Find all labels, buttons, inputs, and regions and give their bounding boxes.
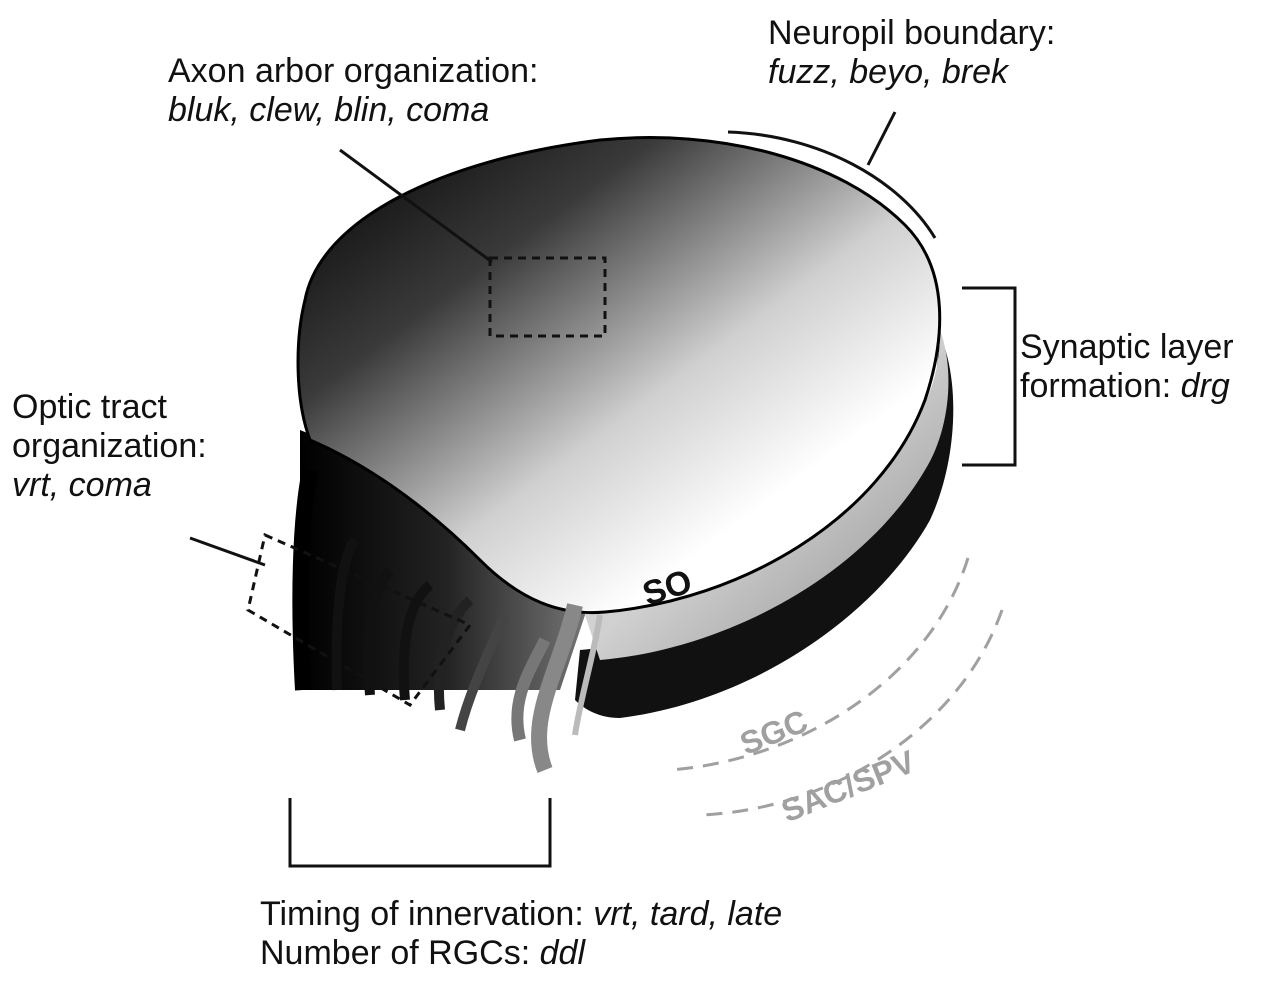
- neuropil-leader: [866, 111, 897, 166]
- sac-spv-arc: [699, 609, 1004, 817]
- layer-label-sac-spv: SAC/SPV: [776, 743, 920, 829]
- axon-arbor-label: Axon arbor organization: bluk, clew, bli…: [168, 52, 538, 130]
- axon-4: [398, 581, 434, 701]
- neuropil-arc: [727, 130, 937, 239]
- optic-tract-label: Optic tract organization: vrt, coma: [12, 388, 207, 505]
- sgc-arc: [669, 557, 970, 772]
- axon-6: [455, 613, 510, 732]
- neuropil-genes: fuzz, beyo, brek: [768, 53, 1009, 92]
- timing-genes: vrt, tard, late: [593, 895, 783, 933]
- synaptic-layer-line1: Synaptic layer: [1020, 328, 1234, 366]
- timing-bracket: [288, 798, 552, 868]
- neuropil-title: Neuropil boundary:: [768, 14, 1056, 52]
- rgc-number-prefix: Number of RGCs:: [260, 934, 540, 973]
- optic-tract-leader: [189, 536, 266, 567]
- axon-arbor-title: Axon arbor organization:: [168, 52, 539, 90]
- timing-prefix: Timing of innervation:: [260, 895, 594, 933]
- neuropil-label: Neuropil boundary: fuzz, beyo, brek: [768, 14, 1055, 92]
- so-layer: [580, 330, 949, 660]
- rgc-axons: [292, 468, 603, 773]
- axon-5: [433, 596, 474, 711]
- axon-arbor-leader: [339, 148, 493, 264]
- axon-8: [530, 603, 583, 773]
- axon-9: [572, 614, 603, 736]
- optic-tract-genes: vrt, coma: [12, 466, 152, 505]
- rgc-number-genes: ddl: [539, 934, 585, 973]
- timing-label: Timing of innervation: vrt, tard, late N…: [260, 895, 782, 973]
- axon-3: [363, 566, 394, 696]
- axon-arbor-genes: bluk, clew, blin, coma: [168, 91, 490, 130]
- optic-tract-box: [246, 532, 473, 707]
- layer-label-sgc: SGC: [735, 703, 813, 762]
- axon-arbor-box: [488, 256, 607, 338]
- axon-1: [292, 468, 318, 691]
- synaptic-layer-prefix: formation:: [1020, 367, 1181, 406]
- axon-2: [331, 537, 360, 691]
- optic-tract-line2: organization:: [12, 427, 207, 466]
- axon-7: [511, 637, 551, 742]
- synaptic-layer-genes: drg: [1180, 367, 1230, 406]
- tectum-top-surface: [296, 136, 942, 615]
- synaptic-layer-label: Synaptic layer formation: drg: [1020, 328, 1234, 406]
- optic-tract-line1: Optic tract: [12, 388, 167, 426]
- synaptic-bracket: [962, 286, 1017, 467]
